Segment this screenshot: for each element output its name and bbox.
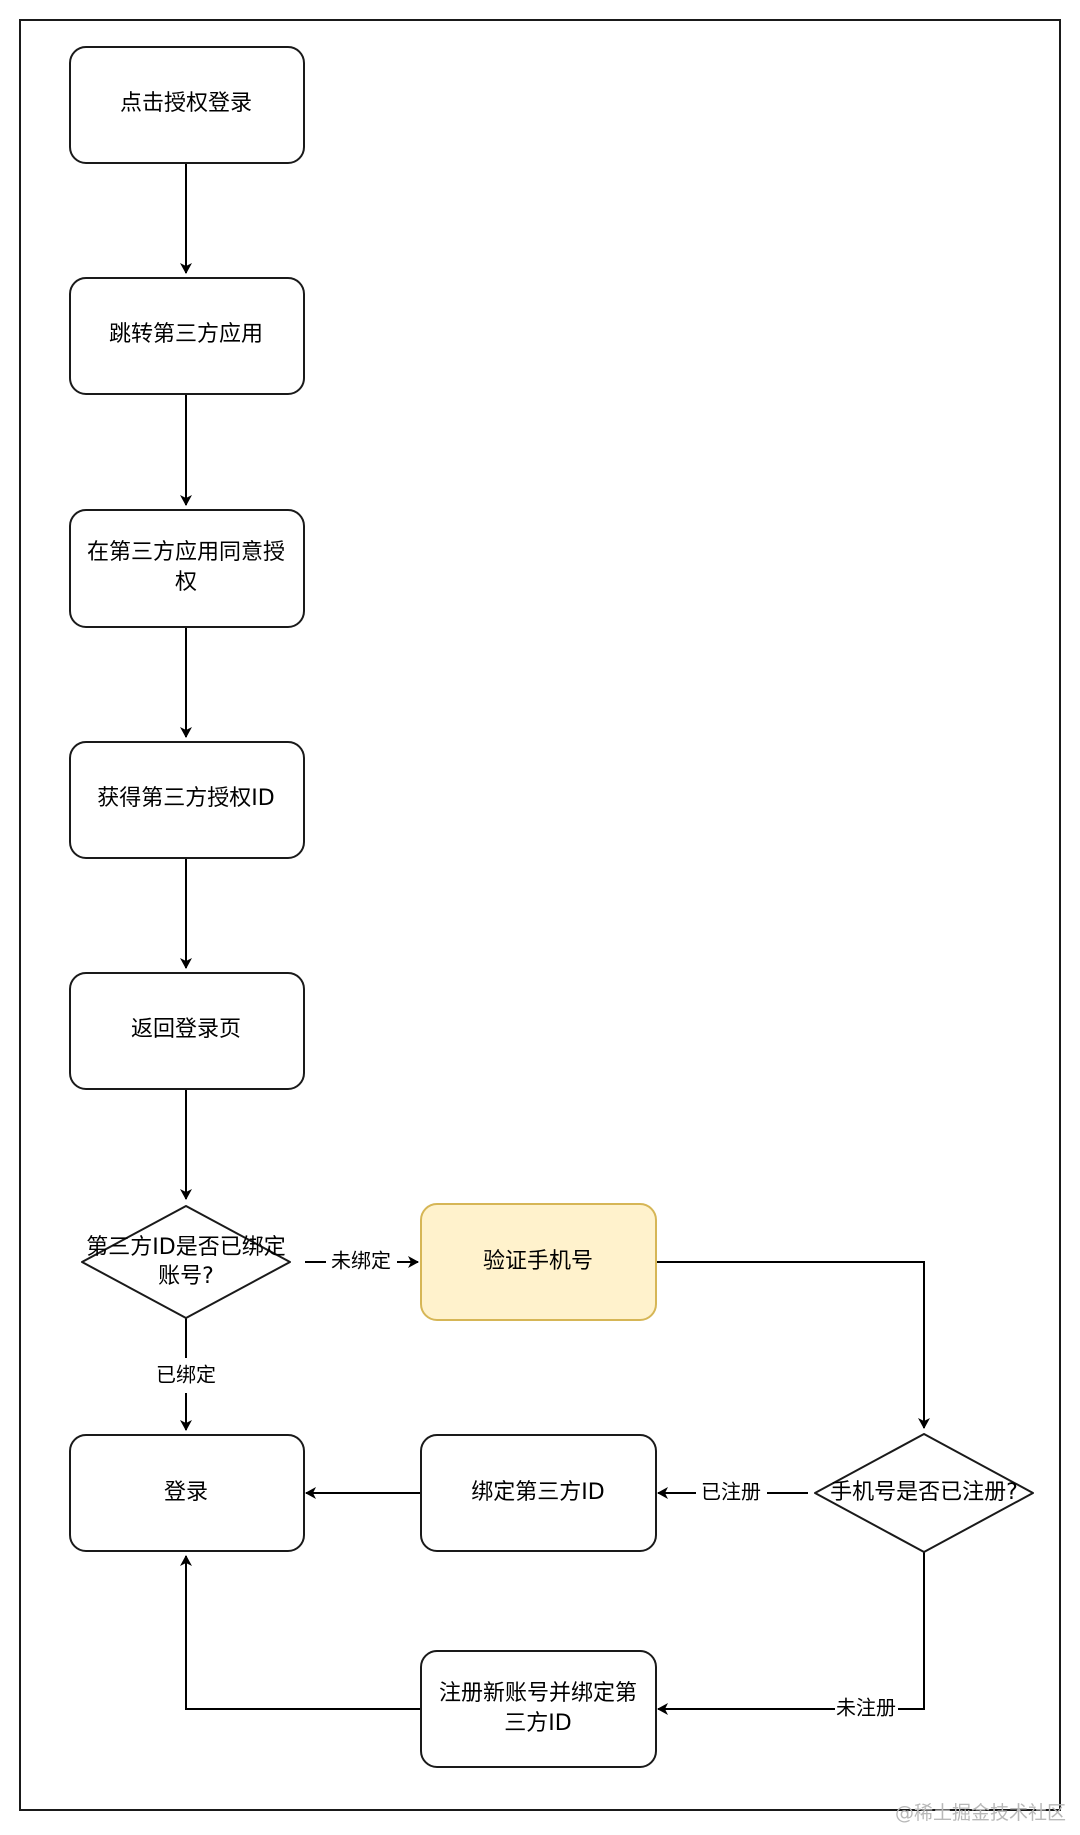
node-register-and-bind: 注册新账号并绑定第 三方ID [420,1650,657,1768]
node-label: 跳转第三方应用 [109,322,263,347]
node-click-auth-login: 点击授权登录 [69,46,305,164]
outer-frame [19,19,1061,1811]
edge-phone-check-to-register-a [898,1552,925,1710]
node-label-line2: 三方ID [504,1711,571,1736]
node-label: 验证手机号 [483,1249,593,1274]
node-get-auth-id: 获得第三方授权ID [69,741,305,859]
node-bind-third-party-id: 绑定第三方ID [420,1434,657,1552]
decision-third-party-id-bound: 第三方ID是否已绑定 账号? [81,1205,291,1319]
node-verify-phone: 验证手机号 [420,1203,657,1321]
node-label-line1: 在第三方应用同意授 [87,540,285,565]
edge-label-bound: 已绑定 [156,1363,216,1387]
node-label-line1: 注册新账号并绑定第 [439,1681,637,1706]
decision-label-line2: 账号? [158,1264,214,1289]
node-label: 返回登录页 [131,1017,241,1042]
node-label: 绑定第三方ID [471,1480,604,1505]
decision-label: 手机号是否已注册? [830,1480,1018,1505]
edge-label-not-registered: 未注册 [836,1696,896,1720]
node-return-login-page: 返回登录页 [69,972,305,1090]
edge-label-registered: 已注册 [701,1480,761,1504]
node-jump-third-party-app: 跳转第三方应用 [69,277,305,395]
connectors [180,163,930,1715]
watermark: @稀土掘金技术社区 [894,1802,1066,1824]
edge-verify-to-phone-check [656,1261,930,1429]
node-login: 登录 [69,1434,305,1552]
node-agree-authorization: 在第三方应用同意授 权 [69,509,305,628]
node-label: 获得第三方授权ID [97,786,274,811]
edge-register-to-login [180,1555,421,1710]
node-label: 点击授权登录 [120,91,252,116]
edge-label-not-bound: 未绑定 [331,1249,391,1273]
decision-phone-registered: 手机号是否已注册? [814,1433,1034,1553]
node-label-line2: 权 [175,570,197,595]
decision-label-line1: 第三方ID是否已绑定 [86,1235,285,1260]
node-label: 登录 [164,1480,208,1505]
